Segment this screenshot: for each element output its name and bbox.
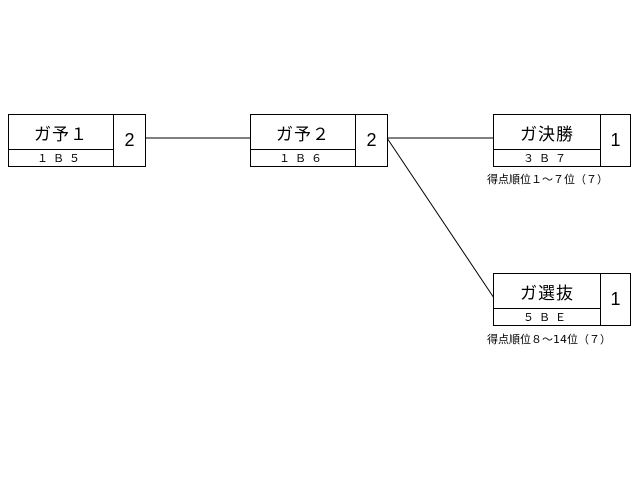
caption-selection: 得点順位８～14位（７） xyxy=(487,333,611,346)
node-selection-count: 1 xyxy=(610,289,621,309)
node-final-code: ３Ｂ７ xyxy=(494,149,600,166)
connector-yo2-to-selection xyxy=(386,137,495,299)
node-yo1: ガ予１ １Ｂ５ 2 xyxy=(8,114,146,167)
node-selection-code: ５ＢＥ xyxy=(494,308,600,325)
node-final: ガ決勝 ３Ｂ７ 1 xyxy=(493,114,631,167)
node-yo2-name: ガ予２ xyxy=(276,124,330,145)
node-yo2-count: 2 xyxy=(366,130,377,150)
node-yo1-count: 2 xyxy=(124,130,135,150)
node-final-count: 1 xyxy=(610,130,621,150)
node-yo2-code: １Ｂ６ xyxy=(251,149,355,166)
node-selection-name: ガ選抜 xyxy=(520,283,574,304)
node-final-name: ガ決勝 xyxy=(520,124,574,145)
caption-final: 得点順位１～７位（７） xyxy=(487,173,608,186)
node-selection: ガ選抜 ５ＢＥ 1 xyxy=(493,273,631,326)
node-yo1-name: ガ予１ xyxy=(34,124,88,145)
node-yo2: ガ予２ １Ｂ６ 2 xyxy=(250,114,388,167)
node-yo1-code: １Ｂ５ xyxy=(9,149,113,166)
